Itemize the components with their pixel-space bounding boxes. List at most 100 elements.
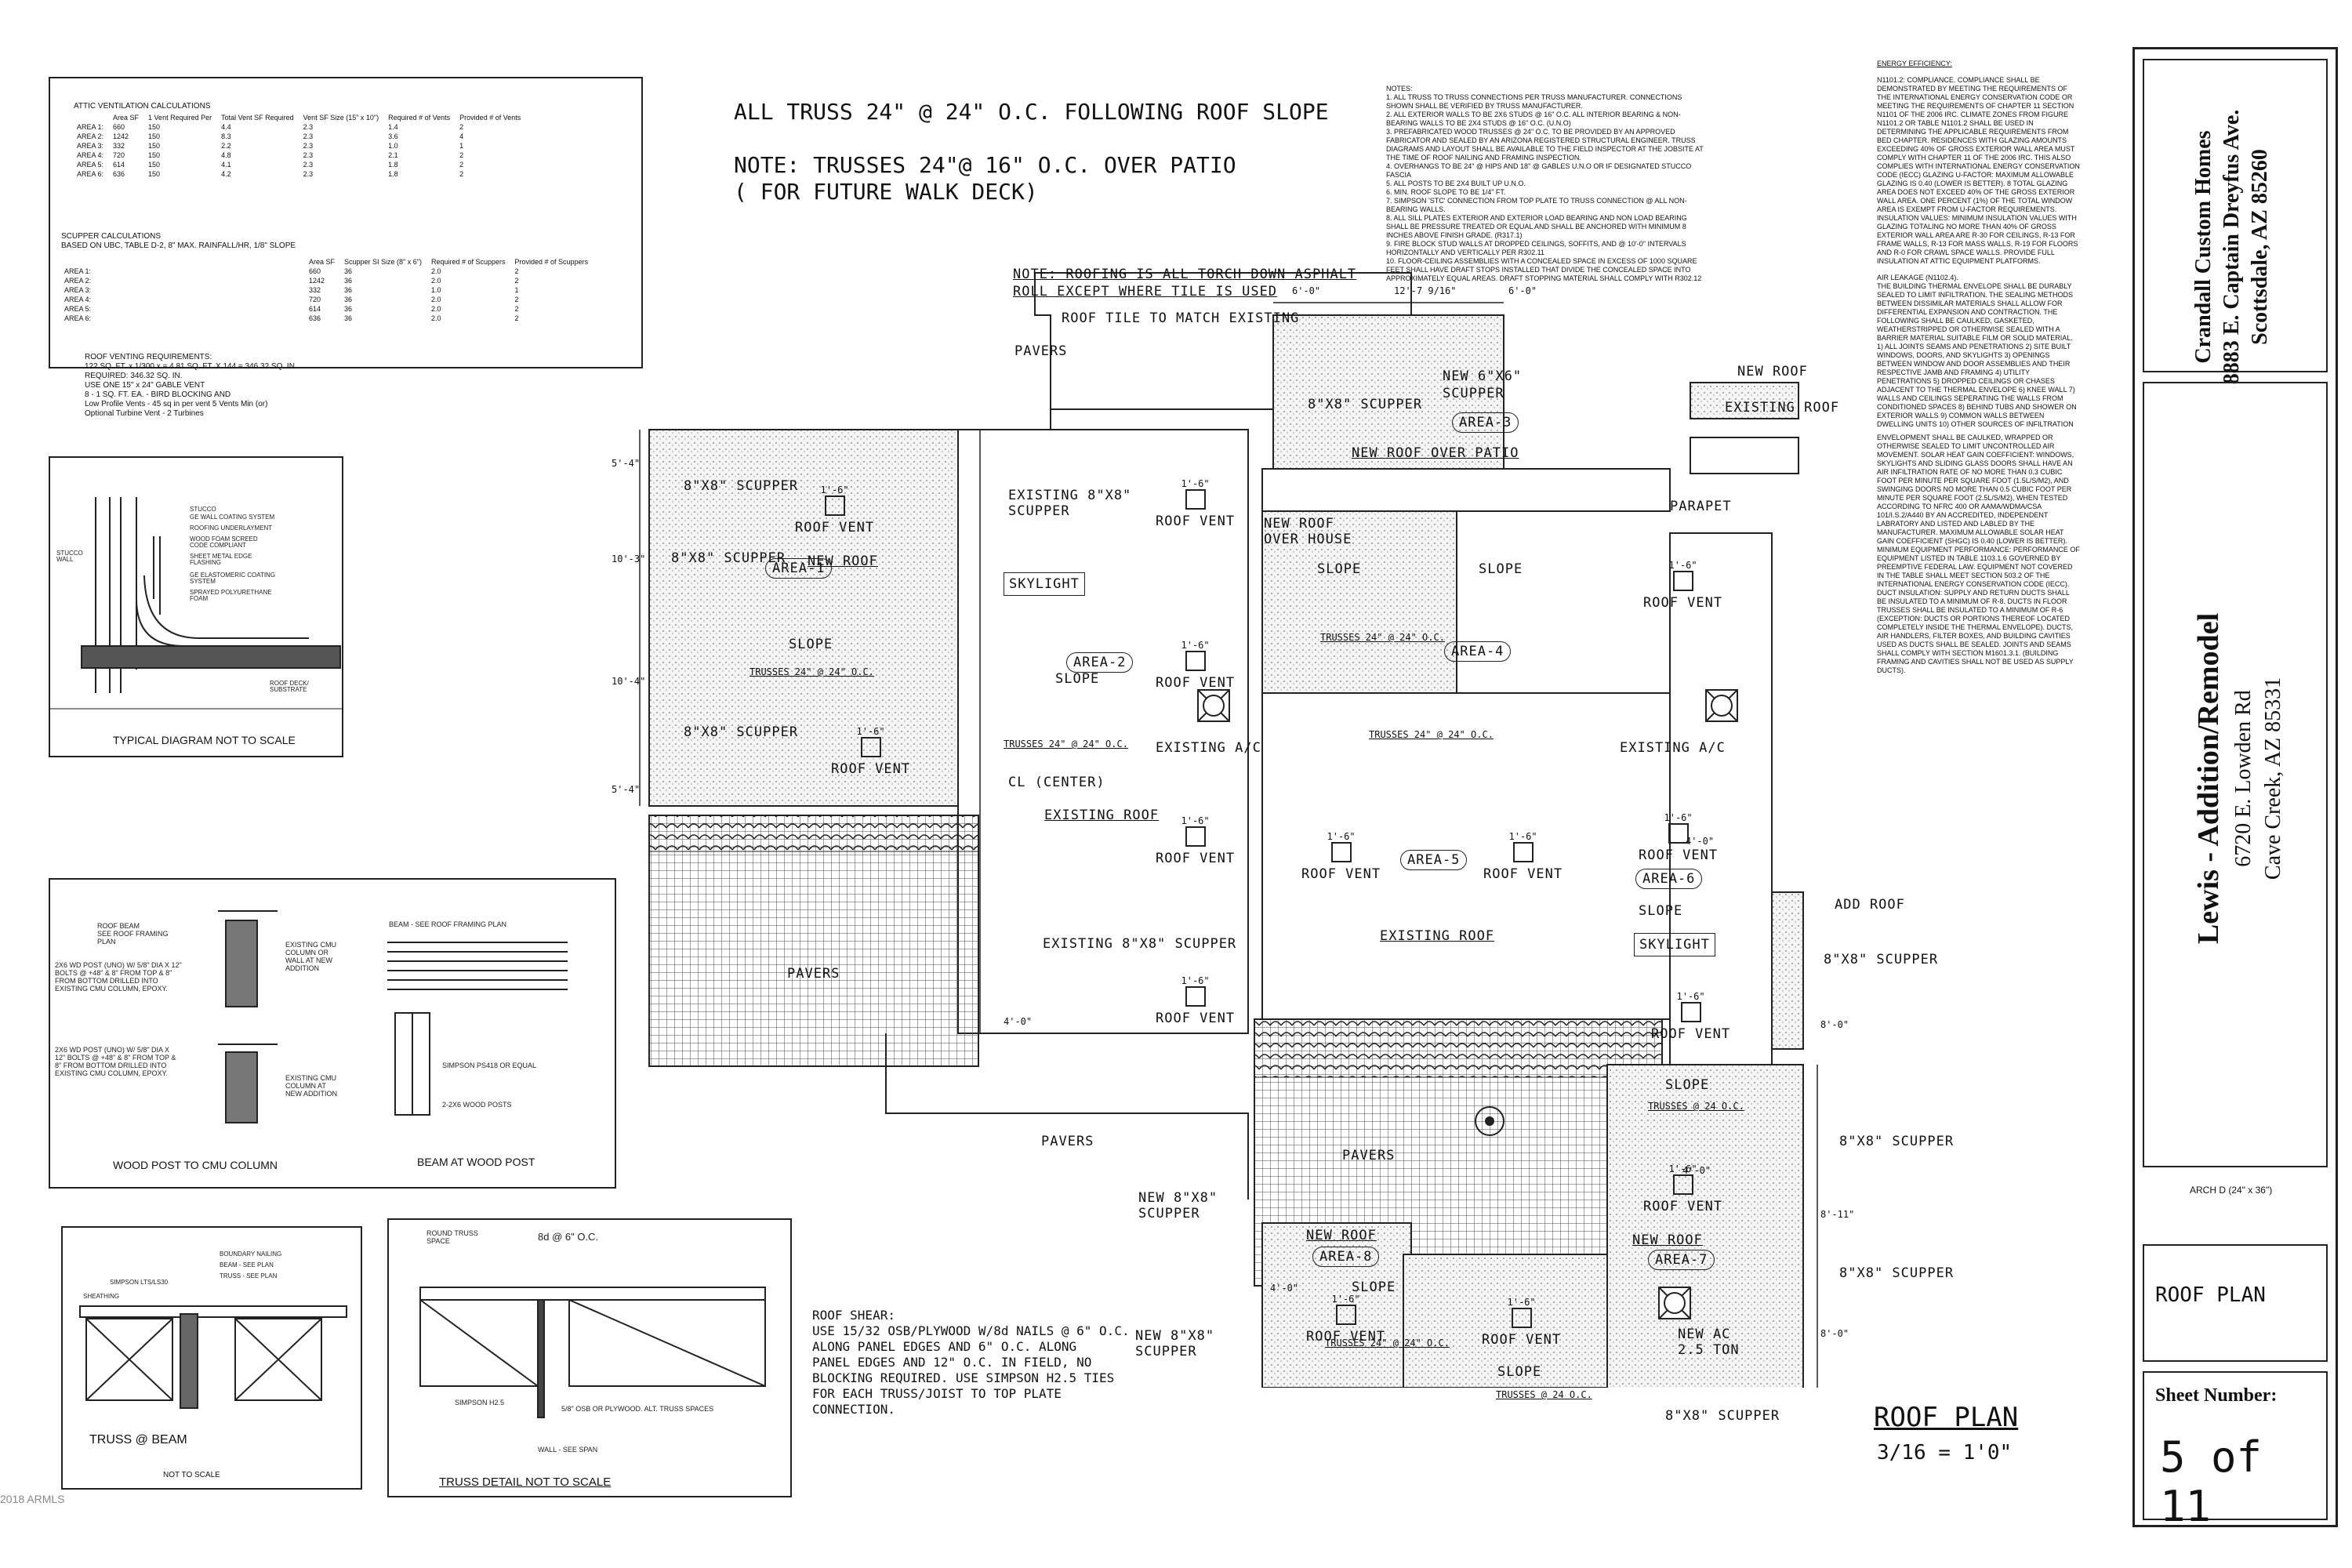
svg-text:CODE COMPLIANT: CODE COMPLIANT <box>190 542 246 549</box>
notes-column: NOTES:1. ALL TRUSS TO TRUSS CONNECTIONS … <box>1386 85 1704 282</box>
headline-patio-note: NOTE: TRUSSES 24"@ 16" O.C. OVER PATIO <box>734 152 1236 178</box>
roof-vent: 1'-6"ROOF VENT <box>1156 975 1236 1026</box>
roofing-note-2: ROLL EXCEPT WHERE TILE IS USED <box>1013 284 1278 299</box>
svg-text:EXISTING CMU COLUMN, EPOXY.: EXISTING CMU COLUMN, EPOXY. <box>55 1069 168 1077</box>
svg-text:SPRAYED POLYURETHANE: SPRAYED POLYURETHANE <box>190 589 272 596</box>
svg-text:STUCCO: STUCCO <box>56 550 83 557</box>
dimension-label: 6'-0" <box>1508 285 1537 296</box>
svg-text:EXISTING CMU COLUMN, EPOXY.: EXISTING CMU COLUMN, EPOXY. <box>55 985 168 993</box>
svg-text:FOAM: FOAM <box>190 595 208 602</box>
svg-text:12" BOLTS @ +48" & 8" FROM TOP: 12" BOLTS @ +48" & 8" FROM TOP & <box>55 1054 176 1062</box>
new-scupper-label-2: SCUPPER <box>1138 1206 1200 1221</box>
new-roof-patio-label: NEW ROOF OVER PATIO <box>1352 445 1519 461</box>
project-name: Lewis - Addition/Remodel <box>2192 612 2225 945</box>
new-scupper-label: NEW 8"X8" <box>1135 1328 1215 1344</box>
svg-text:ROOF BEAM: ROOF BEAM <box>97 922 140 930</box>
roof-vent: 1'-6"ROOF VENT <box>1156 478 1236 529</box>
new-ac-label: NEW AC 2.5 TON <box>1678 1327 1740 1358</box>
vent-icon <box>1330 842 1352 862</box>
roof-vent: 1'-6"ROOF VENT <box>1639 812 1719 863</box>
svg-text:SIMPSON H2.5: SIMPSON H2.5 <box>455 1399 504 1406</box>
site-address-1: 6720 E. Lowden Rd <box>2231 690 2256 867</box>
area-3-tag: AREA-3 <box>1452 412 1519 433</box>
slope-label: SLOPE <box>1352 1279 1396 1295</box>
new-scupper-label: NEW 6"X6" <box>1443 368 1523 384</box>
area-8-tag: AREA-8 <box>1312 1247 1380 1267</box>
vent-icon <box>1185 986 1206 1007</box>
roof-vent: 1'-6"ROOF VENT <box>1643 560 1723 611</box>
trusses-label: TRUSSES 24" @ 24" O.C. <box>750 666 874 677</box>
vent-icon <box>1185 826 1206 847</box>
svg-text:ROUND TRUSS: ROUND TRUSS <box>426 1229 478 1237</box>
roof-vent: 1'-6"ROOF VENT <box>1156 640 1236 691</box>
roof-shear-note: ROOF SHEAR:USE 15/32 OSB/PLYWOOD W/8d NA… <box>812 1308 1130 1417</box>
dimension-label: 10'-4" <box>612 676 646 687</box>
vent-icon <box>1668 823 1689 844</box>
roof-vent: 1'-6"ROOF VENT <box>1643 1163 1723 1214</box>
svg-text:SIMPSON PS418 OR EQUAL: SIMPSON PS418 OR EQUAL <box>442 1062 536 1069</box>
svg-text:WALL - SEE SPAN: WALL - SEE SPAN <box>538 1446 597 1454</box>
dimension-label: 12'-7 9/16" <box>1394 285 1457 296</box>
svg-text:WALL AT NEW: WALL AT NEW <box>285 956 333 964</box>
dimension-label: 4'-0" <box>1682 1165 1711 1176</box>
energy-column: ENERGY EFFICIENCY: N1101.2: COMPLIANCE. … <box>1877 60 2080 674</box>
dimension-label: 8'-0" <box>1820 1328 1849 1339</box>
dimension-label: 4'-0" <box>1686 836 1715 847</box>
sheet-title-block: ROOF PLAN <box>2143 1244 2328 1362</box>
watermark: 2018 ARMLS <box>0 1493 65 1505</box>
area-5-tag: AREA-5 <box>1400 850 1468 870</box>
trusses-label: TRUSSES 24" @ 24" O.C. <box>1369 729 1494 740</box>
svg-text:GE WALL COATING SYSTEM: GE WALL COATING SYSTEM <box>190 514 275 521</box>
scupper-label: 8"X8" SCUPPER <box>684 724 799 740</box>
paper-size: ARCH D (24" x 36") <box>2190 1185 2273 1196</box>
svg-text:PLAN: PLAN <box>97 938 116 946</box>
parapet-label: PARAPET <box>1670 499 1732 514</box>
svg-text:2-2X6 WOOD POSTS: 2-2X6 WOOD POSTS <box>442 1101 512 1109</box>
pavers-label: PAVERS <box>1041 1134 1094 1149</box>
svg-text:8" FROM BOTTOM DRILLED INTO: 8" FROM BOTTOM DRILLED INTO <box>55 1062 166 1069</box>
vent-icon <box>1672 571 1693 591</box>
legend-new-roof: NEW ROOF <box>1737 364 1808 379</box>
trusses-label: TRUSSES 24" @ 24" O.C. <box>1325 1338 1450 1348</box>
legend-existing-roof: EXISTING ROOF <box>1725 400 1840 416</box>
scupper-label: 8"X8" SCUPPER <box>671 550 786 566</box>
svg-text:SUBSTRATE: SUBSTRATE <box>270 686 307 693</box>
svg-text:WOOD FOAM SCREED: WOOD FOAM SCREED <box>190 535 258 543</box>
roof-vent: 1'-6"ROOF VENT <box>1651 991 1731 1042</box>
vent-icon <box>1511 1308 1532 1328</box>
truss-detail-caption: TRUSS DETAIL NOT TO SCALE <box>439 1475 612 1489</box>
svg-text:COLUMN OR: COLUMN OR <box>285 949 329 956</box>
slope-label: SLOPE <box>1055 671 1100 687</box>
svg-text:BEAM - SEE ROOF FRAMING PLAN: BEAM - SEE ROOF FRAMING PLAN <box>389 920 506 928</box>
svg-text:SEE ROOF FRAMING: SEE ROOF FRAMING <box>97 930 169 938</box>
scupper-subtitle: BASED ON UBC, TABLE D-2, 8" MAX. RAINFAL… <box>61 241 296 250</box>
trusses-label: TRUSSES 24" @ 24" O.C. <box>1004 739 1128 750</box>
add-roof-label: ADD ROOF <box>1835 897 1905 913</box>
svg-text:SHEET METAL EDGE: SHEET METAL EDGE <box>190 553 252 560</box>
vent-icon <box>1185 489 1206 510</box>
new-scupper-label-2: SCUPPER <box>1135 1344 1197 1359</box>
roof-vent: 1'-6"ROOF VENT <box>795 485 875 535</box>
beam-wood-post-caption: BEAM AT WOOD POST <box>417 1156 535 1168</box>
svg-text:2X6 WD POST (UNO) W/ 5/8" DIA: 2X6 WD POST (UNO) W/ 5/8" DIA X <box>55 1046 169 1054</box>
svg-text:EXISTING CMU: EXISTING CMU <box>285 941 336 949</box>
scupper-title: SCUPPER CALCULATIONS <box>61 232 162 241</box>
slope-label: SLOPE <box>1497 1364 1542 1380</box>
project-block: Lewis - Addition/Remodel 6720 E. Lowden … <box>2143 382 2328 1167</box>
new-roof-house-label-2: OVER HOUSE <box>1264 532 1352 547</box>
new-roof-label: NEW ROOF <box>1632 1232 1703 1248</box>
pavers-label: PAVERS <box>1342 1148 1396 1163</box>
dimension-label: 4'-0" <box>1270 1283 1299 1294</box>
